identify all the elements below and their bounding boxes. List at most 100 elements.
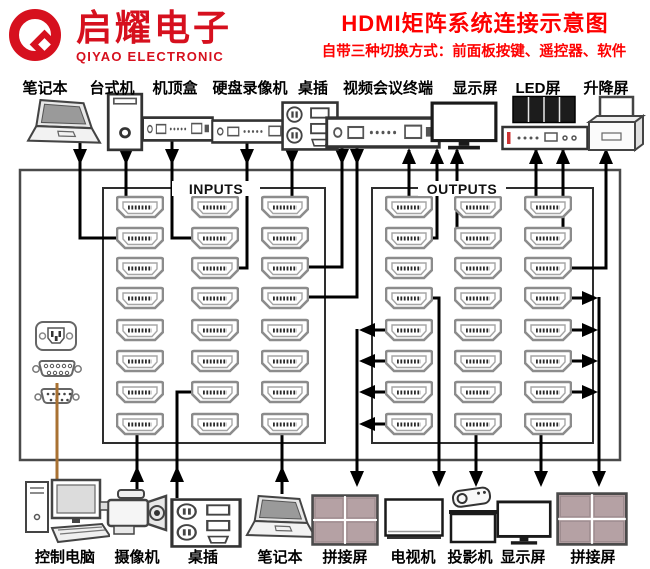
hdmi-port-output-r7c1 xyxy=(385,380,433,404)
flow-arrow-down xyxy=(165,149,179,165)
logo-cn: 启耀电子 xyxy=(76,7,233,48)
device-label: 显示屏 xyxy=(452,80,497,97)
hdmi-port-input-r6c3 xyxy=(261,349,309,373)
line-output-r4c1-to-tv xyxy=(431,296,441,482)
flow-arrow-down xyxy=(432,471,446,487)
hdmi-port-output-r8c2 xyxy=(454,412,502,436)
flow-arrow-right xyxy=(582,385,598,399)
monitor-icon xyxy=(430,101,498,151)
hdmi-port-output-r2c2 xyxy=(454,226,502,250)
lifting-icon xyxy=(587,95,645,152)
device-label: 拼接屏 xyxy=(570,548,615,566)
laptop-icon xyxy=(27,99,101,144)
hdmi-port-output-r4c1 xyxy=(385,286,433,310)
device-label: 桌插 xyxy=(187,548,218,566)
hdmi-port-output-r3c2 xyxy=(454,256,502,280)
page-subtitle: 自带三种切换方式：前面板按键、遥控器、软件 xyxy=(321,44,627,60)
device-label: 摄像机 xyxy=(114,548,159,566)
line-settop-to-input-r2c2 xyxy=(170,130,193,240)
flow-arrow-up xyxy=(170,466,184,482)
rack-icon xyxy=(142,116,214,142)
flow-arrow-up xyxy=(402,148,416,164)
flow-arrow-down xyxy=(335,149,349,165)
device-label: 台式机 xyxy=(89,79,134,97)
hdmi-port-output-r7c2 xyxy=(454,380,502,404)
hdmi-port-output-r1c1 xyxy=(385,195,433,219)
device-label: LED屏 xyxy=(515,80,560,97)
outputs-section-label-bg xyxy=(418,181,506,196)
flow-arrow-up xyxy=(450,148,464,164)
device-label: 桌插 xyxy=(297,79,328,97)
rack-icon xyxy=(325,116,441,149)
flow-arrow-up xyxy=(599,148,613,164)
hdmi-port-input-r3c1 xyxy=(116,256,164,280)
inputs-section-label: INPUTS xyxy=(189,181,243,197)
flow-arrow-left xyxy=(359,385,375,399)
hdmi-port-output-r4c2 xyxy=(454,286,502,310)
logo: 启耀电子 QIYAO ELECTRONIC xyxy=(76,8,232,64)
flow-arrow-right xyxy=(582,323,598,337)
device-label: 控制电脑 xyxy=(35,548,95,566)
hdmi-port-output-r1c2 xyxy=(454,195,502,219)
hdmi-port-output-r3c3 xyxy=(524,256,572,280)
rear-panel-connectors xyxy=(32,321,82,405)
ledwall-icon xyxy=(501,95,589,151)
hdmi-port-input-r8c3 xyxy=(261,412,309,436)
flow-arrow-up xyxy=(529,148,543,164)
flow-arrow-left xyxy=(359,323,375,337)
flow-arrow-up xyxy=(430,148,444,164)
device-label: 显示屏 xyxy=(500,549,545,566)
device-label: 升降屏 xyxy=(583,79,628,97)
flow-arrow-down xyxy=(350,471,364,487)
flow-arrow-down xyxy=(534,471,548,487)
flow-arrow-left xyxy=(359,354,375,368)
camera-icon xyxy=(100,488,168,536)
hdmi-port-input-r3c3 xyxy=(261,256,309,280)
flow-arrow-right xyxy=(582,291,598,305)
hdmi-port-output-r6c1 xyxy=(385,349,433,373)
hdmi-port-input-r1c2 xyxy=(191,195,239,219)
hdmi-port-input-r6c1 xyxy=(116,349,164,373)
logo-en: QIYAO ELECTRONIC xyxy=(76,48,225,64)
line-output-r2c1-to-vc xyxy=(431,150,439,240)
line-vc-out1-to-input-r3c3 xyxy=(307,148,344,269)
flow-arrow-right xyxy=(582,354,598,368)
hdmi-port-output-r2c1 xyxy=(385,226,433,250)
inputs-section-label-bg xyxy=(172,181,260,196)
hdmi-port-input-r7c2 xyxy=(191,380,239,404)
hdmi-port-input-r8c2 xyxy=(191,412,239,436)
hdmi-port-input-r1c3 xyxy=(261,195,309,219)
line-vc-out2-to-input-r4c3 xyxy=(307,148,359,299)
hdmi-port-input-r7c1 xyxy=(116,380,164,404)
hdmi-port-input-r4c2 xyxy=(191,286,239,310)
device-label: 笔记本 xyxy=(257,548,302,566)
hdmi-port-input-r3c2 xyxy=(191,256,239,280)
flow-arrow-up xyxy=(275,466,289,482)
flow-arrow-down xyxy=(240,149,254,165)
inputs-box xyxy=(102,187,326,444)
line-output-r3c3-to-lifting xyxy=(570,150,608,270)
hdmi-port-input-r8c1 xyxy=(116,412,164,436)
hdmi-port-input-r7c3 xyxy=(261,380,309,404)
device-label: 投影机 xyxy=(447,548,492,566)
hdmi-port-output-r3c1 xyxy=(385,256,433,280)
hdmi-port-output-r7c3 xyxy=(524,380,572,404)
hdmi-port-input-r2c1 xyxy=(116,226,164,250)
hdmi-port-output-r1c3 xyxy=(524,195,572,219)
hdmi-port-output-r2c3 xyxy=(524,226,572,250)
tv-icon xyxy=(384,498,444,540)
hdmi-port-input-r2c3 xyxy=(261,226,309,250)
device-label: 电视机 xyxy=(390,548,435,566)
hdmi-port-output-r8c1 xyxy=(385,412,433,436)
device-label: 视频会议终端 xyxy=(343,79,433,97)
hdmi-port-output-r6c2 xyxy=(454,349,502,373)
flow-arrow-down xyxy=(119,149,133,165)
pc-icon xyxy=(24,478,110,544)
hdmi-port-output-r6c3 xyxy=(524,349,572,373)
wall-icon xyxy=(556,492,628,546)
device-label: 机顶盒 xyxy=(152,79,198,97)
power-inlet-icon xyxy=(35,321,77,351)
hdmi-port-output-r5c3 xyxy=(524,318,572,342)
device-label: 笔记本 xyxy=(22,79,67,97)
